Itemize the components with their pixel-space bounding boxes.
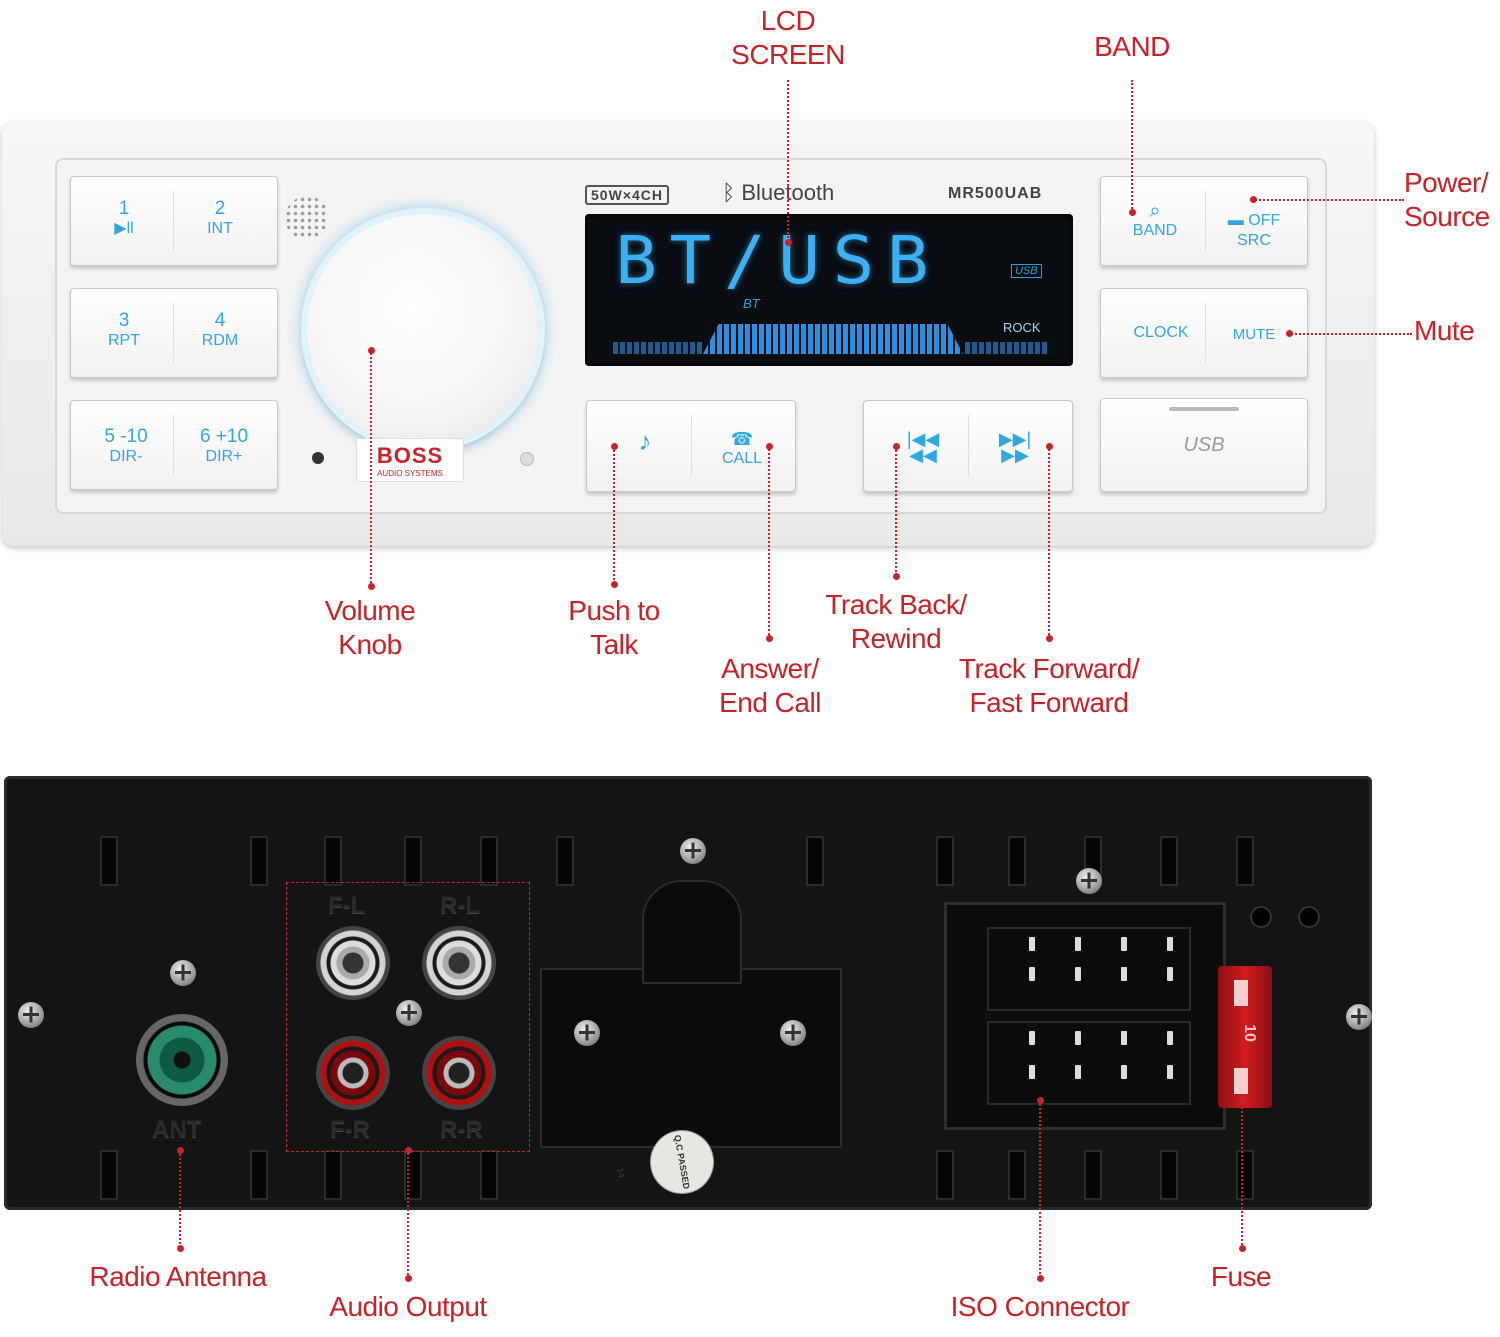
track-forward-button[interactable]: ▶▶|▶▶ [990,429,1040,465]
rca-rear-left[interactable] [422,926,496,1000]
antenna-jack[interactable] [136,1014,228,1106]
volume-knob[interactable] [307,214,539,446]
lcd-spectrum-left [613,342,703,354]
power-badge: 50W×4CH [585,185,669,205]
minus-icon: ▬ [1227,212,1244,229]
boss-logo: BOSS AUDIO SYSTEMS [356,438,464,482]
lcd-spectrum [703,324,963,354]
usb-slot [1169,407,1239,411]
callout-radio-antenna: Radio Antenna [89,1261,267,1292]
callout-mute: Mute [1414,315,1475,346]
callout-band: BAND [1094,31,1170,62]
call-button[interactable]: ☎CALL [707,429,777,469]
screw [18,1002,44,1028]
mount-hole [1250,906,1272,928]
rewind-icon: ◀◀ [909,445,937,465]
screw [170,960,196,986]
skip-forward-icon: ▶▶| [998,429,1032,449]
rr-label: R-R [440,1116,483,1143]
fl-label: F-L [328,892,366,919]
lcd-main-text: BT/USB [615,222,942,299]
callout-track-forward: Track Forward/Fast Forward [958,653,1140,718]
callout-fuse: Fuse [1210,1261,1272,1292]
push-to-talk-button[interactable]: ♪ [625,428,665,454]
callout-track-back: Track Back/Rewind [825,589,967,654]
usb-port[interactable]: USB [1100,398,1308,492]
fast-forward-icon: ▶▶ [1001,445,1029,465]
mute-button[interactable]: MUTE [1232,326,1276,343]
callout-power-source: Power/Source [1404,167,1490,232]
ir-sensor [312,452,324,464]
call-key[interactable]: ♪ ☎CALL [586,400,796,492]
screw [574,1020,600,1046]
screw [780,1020,806,1046]
callout-answer-end-call: Answer/End Call [719,653,821,718]
fr-label: F-R [330,1116,370,1143]
band-button[interactable]: ⌕BAND [1121,201,1189,241]
skip-back-icon: |◀◀ [906,429,940,449]
callout-audio-output: Audio Output [329,1291,487,1322]
screw [396,1000,422,1026]
center-bracket [540,968,842,1148]
track-back-button[interactable]: |◀◀◀◀ [898,429,948,465]
mount-hole [1298,906,1320,928]
track-key[interactable]: |◀◀◀◀ ▶▶|▶▶ [863,400,1073,492]
model-label: MR500UAB [948,185,1043,202]
screw [1076,868,1102,894]
lcd-screen: BT/USB USB BT ROCK [585,214,1073,366]
rca-front-right[interactable] [316,1036,390,1110]
fuse-rating: 10 [1240,1024,1258,1042]
screw [1346,1004,1372,1030]
lcd-spectrum-right [965,342,1049,354]
microphone-grille [285,196,329,240]
rca-rear-right[interactable] [422,1036,496,1110]
iso-connector[interactable] [944,902,1226,1130]
screw [680,838,706,864]
phone-icon: ☎ [730,429,754,449]
lcd-usb-indicator: USB [1011,264,1042,278]
fuse[interactable]: 10 [1218,966,1272,1108]
clock-mute-key[interactable]: CLOCK MUTE [1100,288,1308,378]
preset-1[interactable]: 1▶ll [114,198,134,238]
reset-hole[interactable] [520,452,534,466]
lcd-bt-indicator: BT [743,296,760,311]
callout-iso-connector: ISO Connector [950,1291,1130,1322]
audio-output-region [286,882,530,1152]
search-icon: ⌕ [1149,200,1161,222]
voice-icon: ♪ [638,426,652,456]
mount-hook [642,880,742,984]
bluetooth-icon: ᛒ [722,180,736,205]
bluetooth-logo: ᛒ Bluetooth [722,180,835,205]
rl-label: R-L [440,892,480,919]
ant-label: ANT [152,1116,202,1143]
clock-button[interactable]: CLOCK [1133,324,1189,341]
lcd-eq-indicator: ROCK [1003,320,1041,335]
rca-front-left[interactable] [316,926,390,1000]
